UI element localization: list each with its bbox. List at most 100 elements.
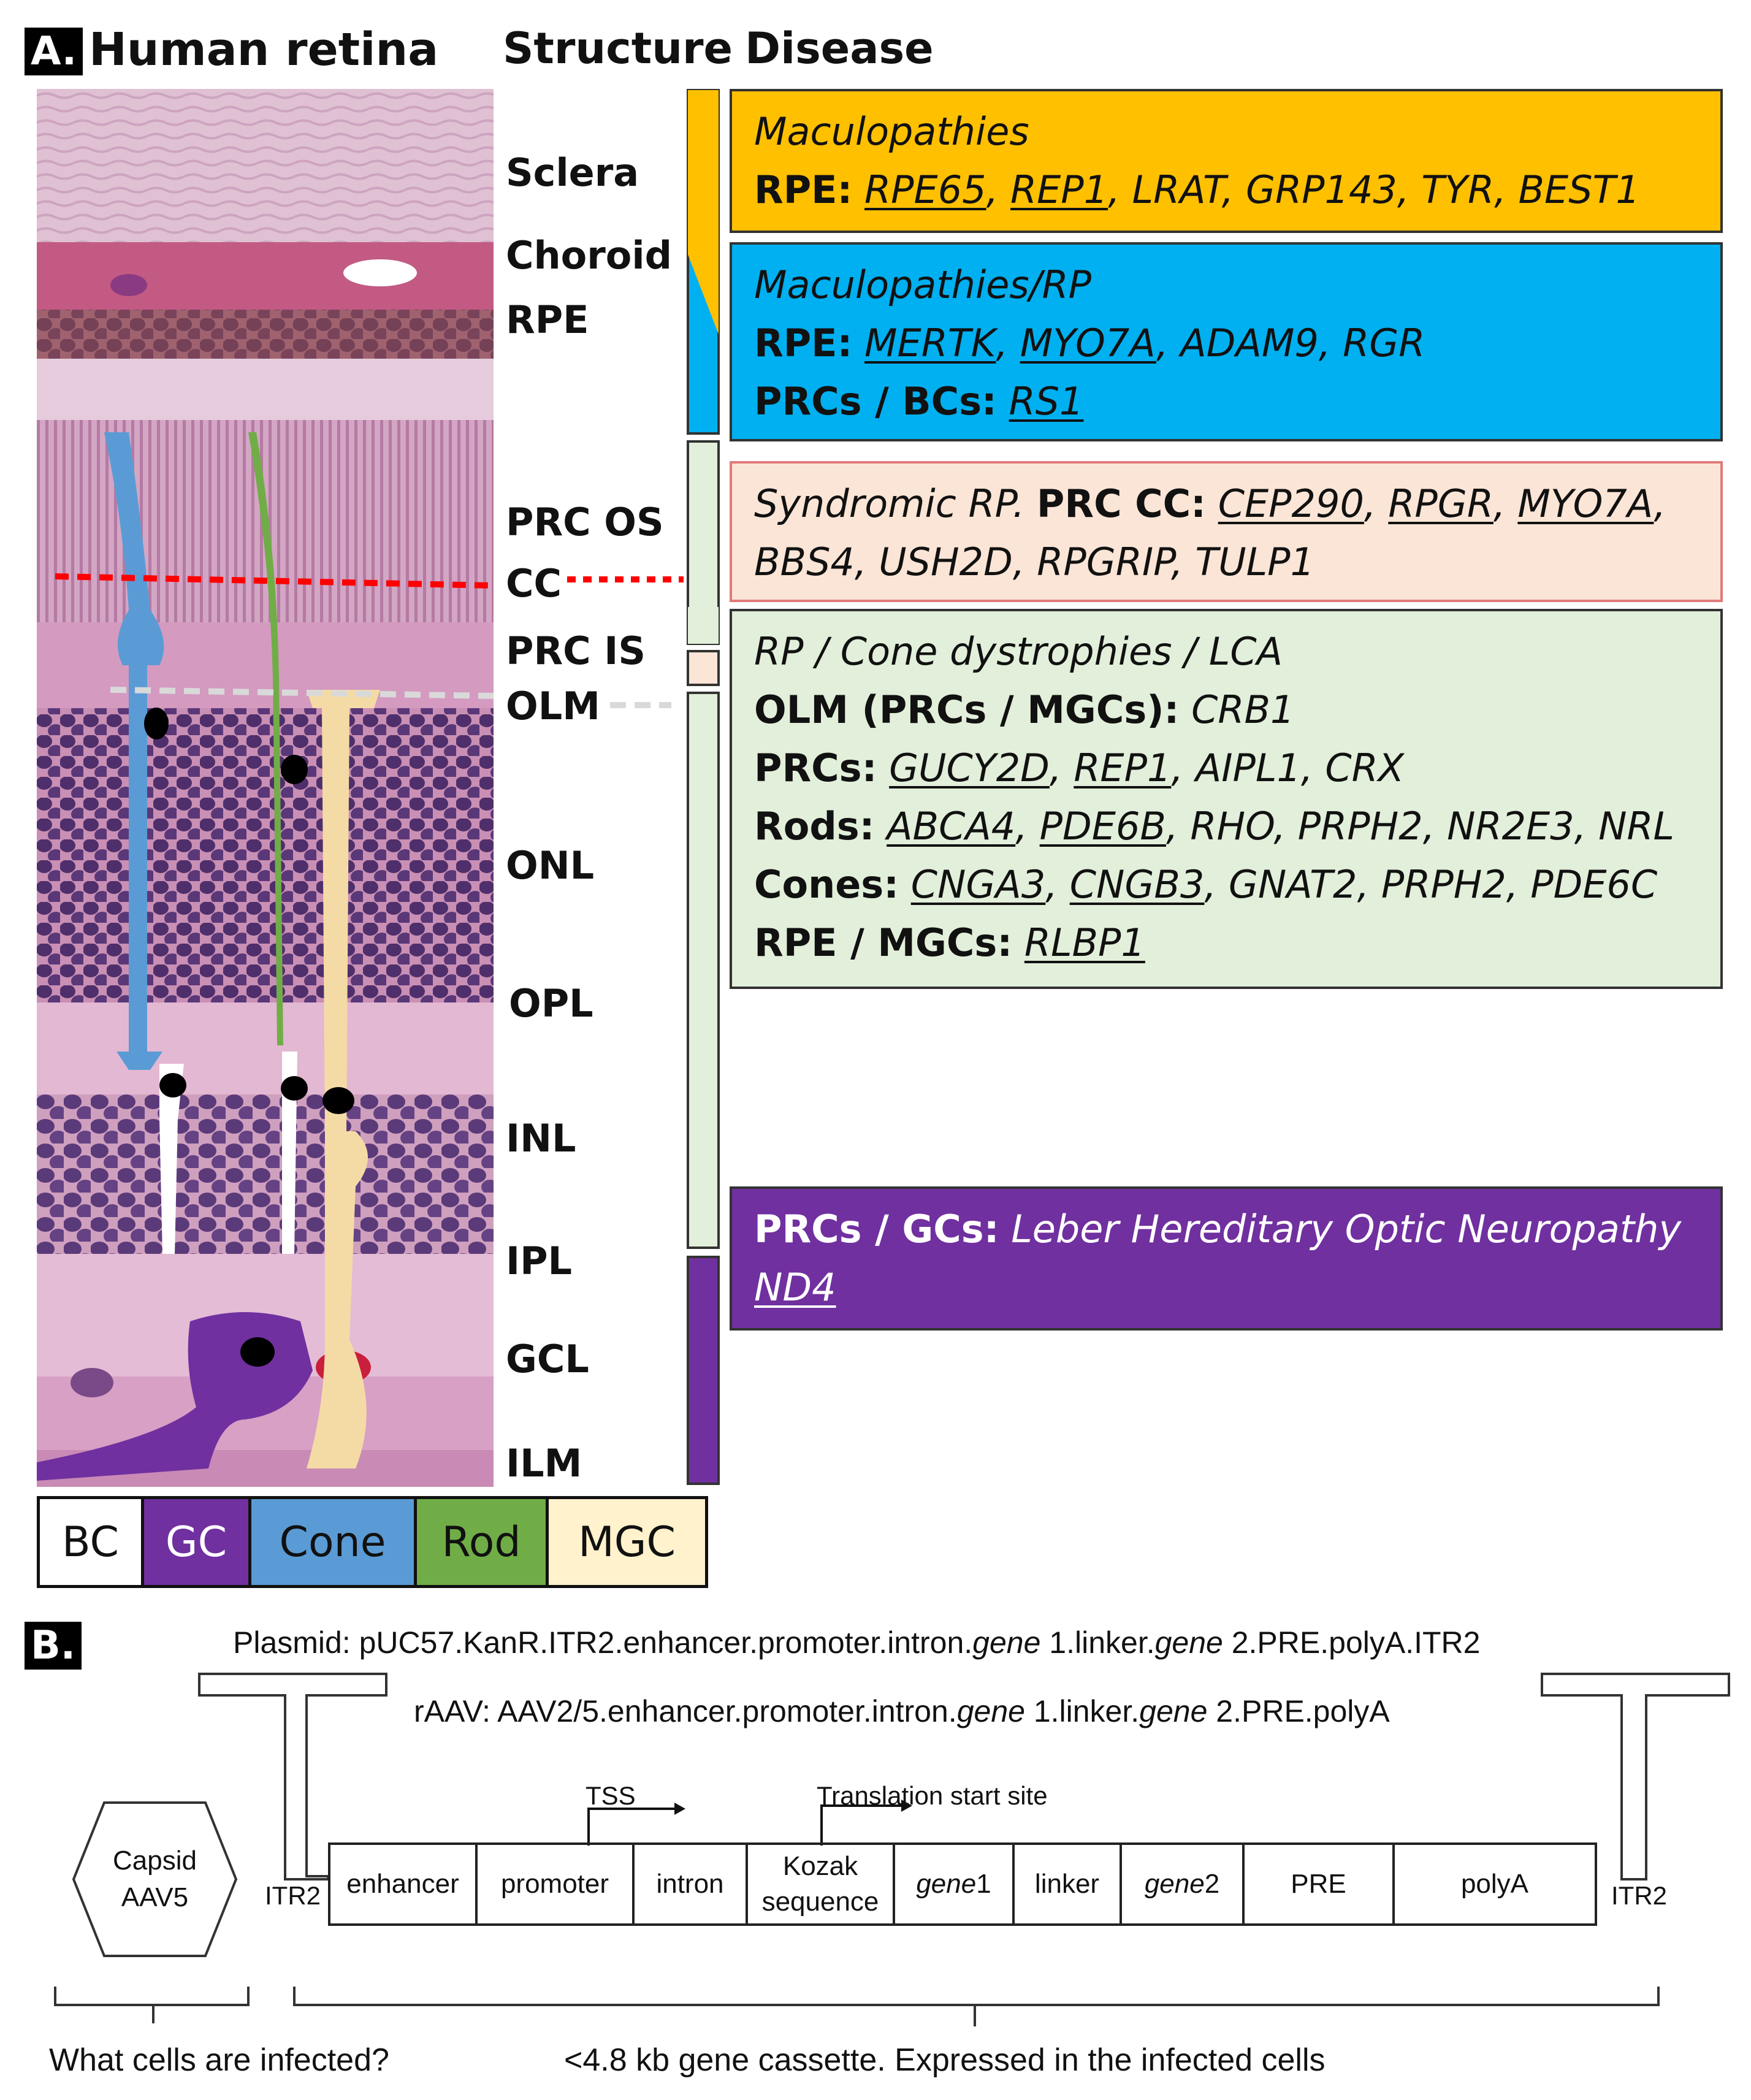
disease-box-syndromic-rp: Syndromic RP. PRC CC: CEP290, RPGR, MYO7… xyxy=(730,461,1723,602)
pre-text: PRE xyxy=(1291,1869,1346,1899)
promoter-text: promoter xyxy=(500,1869,609,1899)
raav-pre: rAAV: AAV2/5.enhancer.promoter.intron. xyxy=(414,1694,957,1728)
kozak-text: Kozak xyxy=(782,1851,858,1881)
rpe-mgcs-label: RPE / MGCs: xyxy=(754,920,1013,965)
gene-rlbp1: RLBP1 xyxy=(1024,920,1145,965)
legend-cone: Cone xyxy=(251,1499,417,1585)
prcs-bcs-label: PRCs / BCs: xyxy=(754,379,997,424)
lhon-title: Leber Hereditary Optic Neuropathy xyxy=(1011,1207,1682,1251)
disease-box-lhon: PRCs / GCs: Leber Hereditary Optic Neuro… xyxy=(730,1186,1723,1331)
prcs-label: PRCs: xyxy=(754,746,877,790)
legend-bc: BC xyxy=(40,1499,144,1585)
layer-label-choroid: Choroid xyxy=(506,233,673,278)
legend-mgc: MGC xyxy=(549,1499,705,1585)
raav-gene2: gene xyxy=(1139,1694,1208,1728)
vector-diagram-lines xyxy=(54,1673,1730,2026)
capsid-question: What cells are infected? xyxy=(49,2042,389,2078)
gene-list-rest: , RHO, PRPH2, NR2E3, NRL xyxy=(1165,804,1675,849)
prc-cc-label: PRC CC: xyxy=(1036,481,1206,526)
gene-mertk: MERTK xyxy=(864,321,996,365)
disease-box-rp-lca: RP / Cone dystrophies / LCA OLM (PRCs / … xyxy=(730,609,1723,989)
layer-label-gcl: GCL xyxy=(506,1337,589,1381)
cassette-pre: PRE xyxy=(1245,1842,1395,1926)
layer-label-prc-is: PRC IS xyxy=(506,628,646,673)
plasmid-construct-label: Plasmid: pUC57.KanR.ITR2.enhancer.promot… xyxy=(233,1625,1480,1660)
sep: , xyxy=(1049,746,1074,790)
cassette-polya: polyA xyxy=(1395,1842,1595,1926)
cassette-description: <4.8 kb gene cassette. Expressed in the … xyxy=(564,2042,1326,2078)
gene-cep290: CEP290 xyxy=(1218,481,1364,526)
layer-label-olm: OLM xyxy=(506,684,600,728)
cassette-gene2: gene 2 xyxy=(1122,1842,1245,1926)
legend-gc: GC xyxy=(144,1499,251,1585)
gene-list-rest: , ADAM9, RGR xyxy=(1156,321,1425,365)
itr-right-label: ITR2 xyxy=(1611,1881,1668,1910)
cassette-linker: linker xyxy=(1015,1842,1122,1926)
rpe-label: RPE: xyxy=(754,321,853,365)
gene1-number: 1 xyxy=(976,1869,991,1899)
kozak-text-2: sequence xyxy=(761,1887,879,1917)
prcs-gcs-label: PRCs / GCs: xyxy=(754,1207,999,1251)
disease-range-bars xyxy=(687,89,720,1485)
panel-a-tag: A. xyxy=(25,28,83,75)
polya-text: polyA xyxy=(1460,1869,1529,1899)
gene-rs1: RS1 xyxy=(1009,379,1084,424)
itr-left-label: ITR2 xyxy=(265,1881,321,1910)
plasmid-mid: 1.linker. xyxy=(1040,1625,1155,1660)
gene-myo7a: MYO7A xyxy=(1517,481,1654,526)
layer-label-cc: CC xyxy=(506,561,562,606)
sep: , xyxy=(986,167,1011,212)
disease-box-maculopathies-rp: Maculopathies/RP RPE: MERTK, MYO7A, ADAM… xyxy=(730,242,1723,441)
gene-list-rest: , AIPL1, CRX xyxy=(1171,746,1405,790)
disease-box-maculopathies: Maculopathies RPE: RPE65, REP1, LRAT, GR… xyxy=(730,89,1723,233)
gene-gucy2d: GUCY2D xyxy=(889,746,1050,790)
syndromic-rp-title: Syndromic RP. xyxy=(754,481,1025,526)
gene2-number: 2 xyxy=(1204,1869,1220,1899)
maculo-rp-title: Maculopathies/RP xyxy=(754,262,1092,307)
plasmid-gene2: gene xyxy=(1154,1625,1223,1660)
gene2-italic: gene xyxy=(1144,1869,1205,1899)
rp-lca-title: RP / Cone dystrophies / LCA xyxy=(754,629,1283,674)
legend-rod: Rod xyxy=(417,1499,549,1585)
gene-rpgr: RPGR xyxy=(1388,481,1494,526)
layer-label-inl: INL xyxy=(506,1116,576,1161)
gene1-italic: gene xyxy=(916,1869,977,1899)
layer-label-rpe: RPE xyxy=(506,297,589,342)
gene-crb1: CRB1 xyxy=(1191,687,1295,732)
syndromic-gene-list: BBS4, USH2D, RPGRIP, TULP1 xyxy=(754,540,1315,584)
rods-label: Rods: xyxy=(754,804,875,849)
raav-mid: 1.linker. xyxy=(1024,1694,1140,1728)
rpe-label: RPE: xyxy=(754,167,853,212)
sep: , xyxy=(1654,481,1666,526)
gene-cngb3: CNGB3 xyxy=(1069,862,1205,907)
capsid-label: Capsid AAV5 xyxy=(74,1842,236,1916)
layer-label-ipl: IPL xyxy=(506,1239,573,1283)
gene-cassette xyxy=(328,1842,1597,1926)
gene-rep1: REP1 xyxy=(1010,167,1108,212)
layer-label-onl: ONL xyxy=(506,843,595,888)
gene-rpe65: RPE65 xyxy=(864,167,986,212)
sep: , xyxy=(996,321,1020,365)
retina-histology-image xyxy=(37,89,494,1487)
retina-title: Human retina xyxy=(89,23,439,76)
layer-connectors xyxy=(567,576,684,708)
gene-pde6b: PDE6B xyxy=(1039,804,1166,849)
olm-label: OLM (PRCs / MGCs): xyxy=(754,687,1180,732)
raav-gene1: gene xyxy=(956,1694,1025,1728)
gene-myo7a: MYO7A xyxy=(1020,321,1156,365)
sep: , xyxy=(1015,804,1040,849)
capsid-serotype: AAV5 xyxy=(121,1882,189,1912)
structure-header: Structure xyxy=(503,23,733,74)
cones-label: Cones: xyxy=(754,862,899,907)
plasmid-pre: Plasmid: pUC57.KanR.ITR2.enhancer.promot… xyxy=(233,1625,973,1660)
layer-label-opl: OPL xyxy=(509,981,593,1026)
sep: , xyxy=(1493,481,1518,526)
layer-label-prc-os: PRC OS xyxy=(506,500,664,544)
cell-type-legend: BC GC Cone Rod MGC xyxy=(37,1496,708,1588)
linker-text: linker xyxy=(1034,1869,1100,1899)
enhancer-text: enhancer xyxy=(346,1869,459,1899)
cassette-promoter: promoter xyxy=(478,1842,635,1926)
translation-start-text: Translation start site xyxy=(817,1781,1048,1810)
cassette-intron: intron xyxy=(635,1842,748,1926)
cassette-gene1: gene 1 xyxy=(895,1842,1015,1926)
